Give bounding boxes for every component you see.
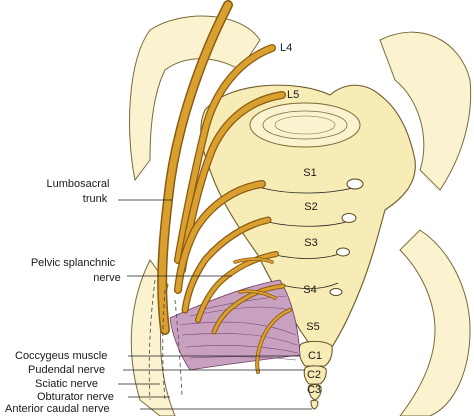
- label-c3: C3: [307, 384, 321, 396]
- ridge-4: [281, 282, 339, 289]
- leader-lines: [118, 199, 312, 410]
- label-lumbosacral-line2: trunk: [83, 193, 108, 205]
- label-l4: L4: [280, 42, 292, 54]
- muscle-fiber-3: [185, 345, 299, 354]
- s5-root: [256, 308, 292, 374]
- right-iliac-wing: [379, 31, 472, 191]
- l5-nerve: [179, 92, 285, 273]
- label-s3: S3: [304, 237, 317, 249]
- left-pelvic-rim: [130, 259, 176, 416]
- label-s5: S5: [306, 321, 319, 333]
- s4-root: [212, 284, 285, 334]
- label-anterior-caudal-nerve: Anterior caudal nerve: [5, 403, 110, 415]
- label-c2: C2: [307, 369, 321, 381]
- label-s4: S4: [303, 284, 316, 296]
- labels: L4 L5 S1 S2 S3 S4 S5 C1 C2 C3 Lumbosacra…: [5, 42, 322, 415]
- coccygeus-muscle: [169, 279, 301, 371]
- label-l5: L5: [287, 89, 299, 101]
- left-iliac-wing: [129, 15, 261, 182]
- s1-ring-inner: [274, 115, 336, 135]
- label-s2: S2: [304, 201, 317, 213]
- label-pudendal-nerve: Pudendal nerve: [28, 364, 105, 376]
- muscle-fiber-2: [181, 333, 298, 346]
- muscle-fiber-4: [189, 356, 297, 361]
- foramen-right-1: [346, 178, 364, 190]
- s1-ring: [262, 110, 348, 140]
- foramen-right-4: [329, 288, 343, 296]
- l4-branch: [175, 45, 275, 263]
- foramen-right-3: [336, 247, 350, 257]
- muscle-fiber-1: [179, 321, 297, 336]
- s1-root: [175, 181, 265, 293]
- nerves: [157, 0, 292, 374]
- right-pelvic-rim: [399, 229, 471, 416]
- coccygeus-muscle-shape: [169, 279, 301, 371]
- label-s1: S1: [303, 167, 316, 179]
- label-coccygeus-muscle: Coccygeus muscle: [15, 350, 107, 362]
- s2-root: [182, 217, 271, 313]
- coccyx-c4: [310, 399, 319, 410]
- dash-3: [174, 299, 183, 396]
- foramen-right-2: [341, 213, 357, 223]
- dash-1: [148, 279, 156, 401]
- splanchnic-branch-2: [239, 290, 276, 299]
- label-pelvic-line1: Pelvic splanchnic: [31, 257, 116, 269]
- dash-2: [162, 289, 166, 401]
- sacrum-body: [200, 84, 416, 353]
- sacrum: [200, 84, 416, 353]
- coccyx-c1: [298, 340, 333, 367]
- s1-superior-surface: [249, 102, 361, 148]
- coccyx: [298, 340, 333, 410]
- splanchnic-branch-1: [234, 258, 273, 263]
- label-sciatic-nerve: Sciatic nerve: [35, 378, 98, 390]
- coccyx-c3: [308, 384, 322, 401]
- exiting-nerve-outlines: [148, 279, 183, 401]
- ridge-1: [261, 185, 361, 194]
- coccyx-c2: [303, 365, 327, 385]
- label-pelvic-line2: nerve: [93, 272, 121, 284]
- label-lumbosacral-line1: Lumbosacral: [47, 178, 110, 190]
- label-obturator-nerve: Obturator nerve: [37, 391, 114, 403]
- l4-nerve: [158, 1, 232, 334]
- muscle-fiber-5: [199, 295, 287, 311]
- label-c1: C1: [308, 350, 322, 362]
